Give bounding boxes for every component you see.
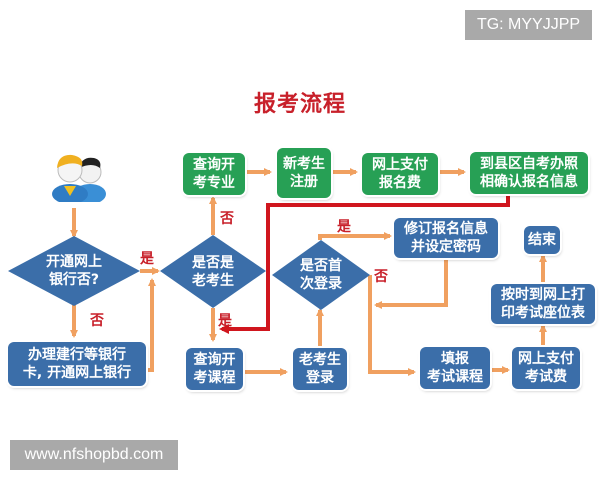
diamond-shape xyxy=(8,236,140,306)
label-first-no: 否 xyxy=(374,269,388,285)
label-old-no: 否 xyxy=(220,211,234,227)
node-modify-info: 修订报名信息并设定密码 xyxy=(394,218,498,258)
page-title: 报考流程 xyxy=(253,91,346,117)
users-icon xyxy=(52,154,106,202)
label-first-yes: 是 xyxy=(337,219,351,235)
decision-old-text: 是否是老考生 xyxy=(192,254,234,289)
watermark-bottom-left: www.nfshopbd.com xyxy=(10,440,178,470)
diamond-shape xyxy=(160,235,266,308)
node-old-login: 老考生登录 xyxy=(293,348,347,390)
node-bank-apply: 办理建行等银行卡, 开通网上银行 xyxy=(8,342,146,386)
node-fill-courses: 填报考试课程 xyxy=(420,347,490,389)
label-old-yes: 是 xyxy=(218,313,232,329)
node-print-seat: 按时到网上打印考试座位表 xyxy=(491,284,595,324)
node-pay-registration: 网上支付报名费 xyxy=(362,153,438,195)
node-query-course: 查询开考课程 xyxy=(186,348,243,390)
decision-old-examinee: 是否是老考生 xyxy=(160,235,266,308)
watermark-top-right: TG: MYYJJPP xyxy=(465,10,592,40)
decision-bank-text: 开通网上银行否? xyxy=(46,254,102,288)
label-bank-yes: 是 xyxy=(140,251,154,267)
node-register: 新考生注册 xyxy=(277,148,331,198)
node-end: 结束 xyxy=(524,226,560,254)
decision-bank-open: 开通网上银行否? xyxy=(8,236,140,306)
node-pay-exam: 网上支付考试费 xyxy=(512,347,580,389)
diamond-shape xyxy=(272,240,370,310)
label-bank-no: 否 xyxy=(90,313,104,329)
node-query-major: 查询开考专业 xyxy=(183,153,245,195)
decision-first-login: 是否首次登录 xyxy=(272,240,370,310)
decision-first-text: 是否首次登录 xyxy=(300,258,342,292)
node-confirm-info: 到县区自考办照相确认报名信息 xyxy=(470,152,588,194)
